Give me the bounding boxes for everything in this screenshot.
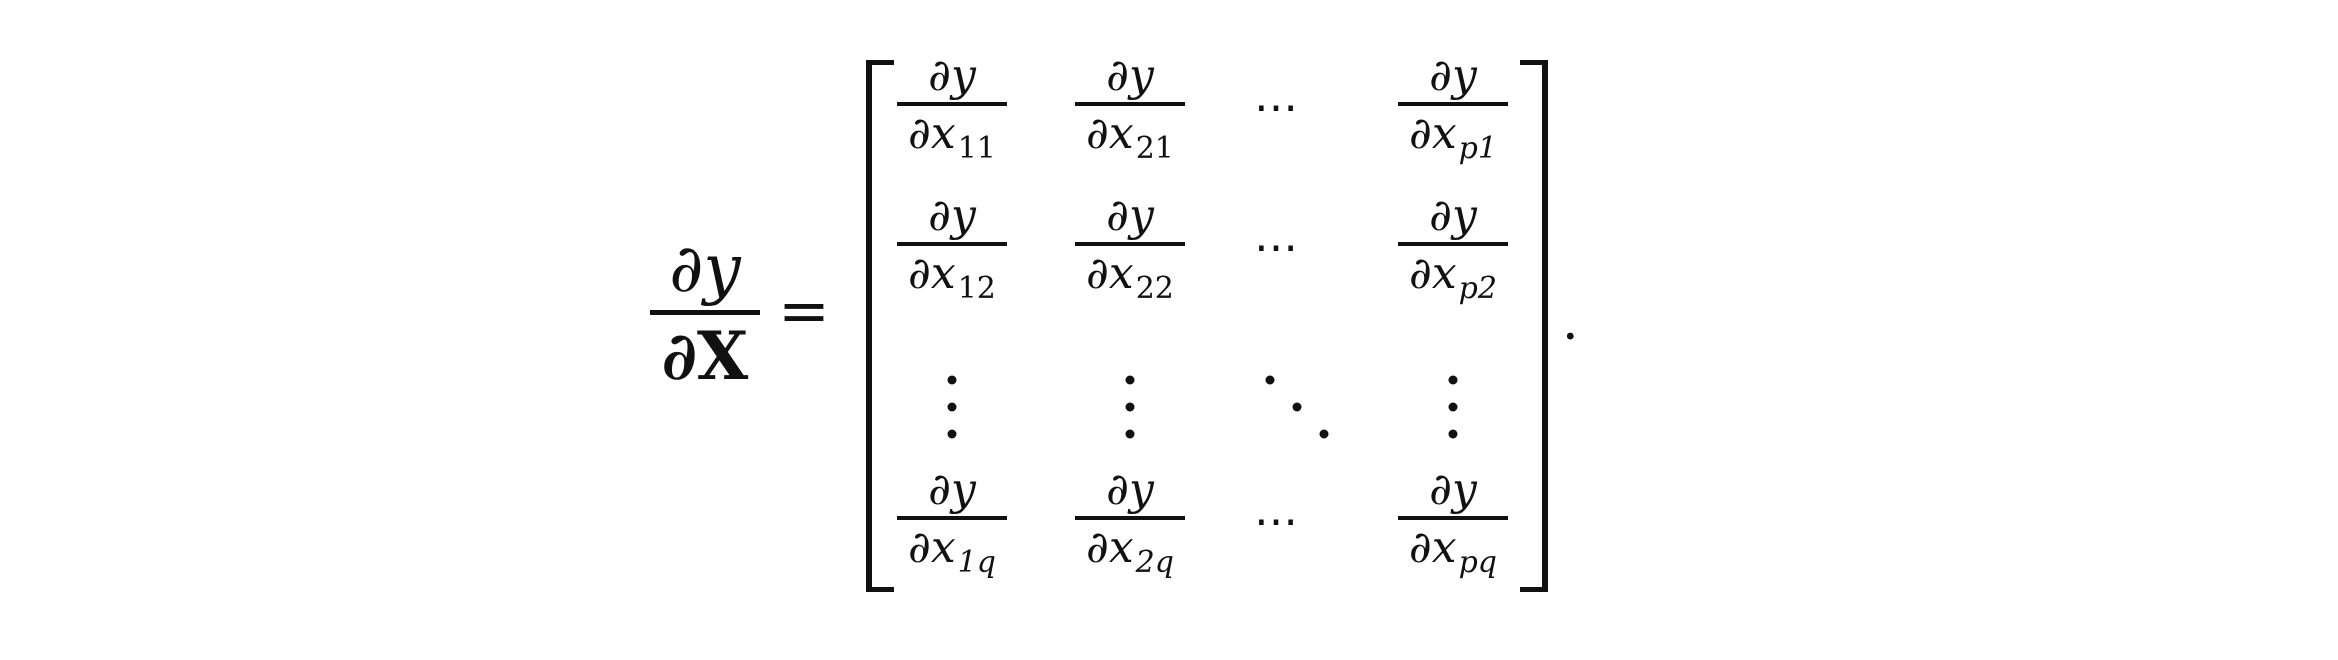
equation-period: . — [1562, 292, 1579, 352]
matrix-vdots-c1 — [947, 375, 957, 439]
cell-denominator: ∂x — [1409, 108, 1457, 159]
cell-numerator: ∂y — [1429, 50, 1477, 101]
cell-denominator: ∂x — [1086, 108, 1134, 159]
cell-numerator: ∂y — [928, 190, 976, 241]
cell-subscript: pq — [1458, 545, 1497, 580]
cell-subscript: 11 — [957, 131, 996, 166]
matrix-left-bracket — [866, 60, 894, 592]
cell-denominator: ∂x — [908, 522, 956, 573]
cell-fraction-bar — [897, 242, 1007, 246]
cell-fraction-bar — [897, 102, 1007, 106]
matrix-hdots-r2: ⋯ — [1254, 222, 1304, 273]
matrix-hdots-r4: ⋯ — [1254, 496, 1304, 547]
matrix-vdots-c2 — [1125, 375, 1135, 439]
matrix-right-bracket — [1520, 60, 1548, 592]
cell-fraction-bar — [1398, 516, 1508, 520]
cell-denominator: ∂x — [1409, 522, 1457, 573]
cell-numerator: ∂y — [1106, 464, 1154, 515]
cell-fraction-bar — [1075, 102, 1185, 106]
cell-numerator: ∂y — [928, 50, 976, 101]
lhs-denominator: ∂X — [662, 323, 748, 389]
cell-subscript: 2q — [1135, 545, 1174, 580]
cell-subscript: p1 — [1458, 131, 1497, 166]
cell-denominator: ∂x — [1409, 248, 1457, 299]
cell-numerator: ∂y — [1429, 190, 1477, 241]
cell-subscript: 1q — [957, 545, 996, 580]
cell-numerator: ∂y — [1429, 464, 1477, 515]
matrix-ddots — [1265, 375, 1329, 439]
lhs-fraction-bar — [650, 310, 760, 315]
equals-sign: = — [778, 274, 830, 347]
cell-denominator: ∂x — [1086, 522, 1134, 573]
lhs-fraction: ∂y ∂X — [650, 236, 760, 389]
lhs-denominator-text: ∂X — [661, 317, 749, 395]
lhs-numerator: ∂y — [669, 236, 740, 302]
cell-denominator: ∂x — [1086, 248, 1134, 299]
cell-subscript: 22 — [1135, 271, 1174, 306]
cell-fraction-bar — [1398, 102, 1508, 106]
cell-numerator: ∂y — [928, 464, 976, 515]
cell-denominator: ∂x — [908, 108, 956, 159]
matrix-vdots-c4 — [1448, 375, 1458, 439]
cell-subscript: p2 — [1458, 271, 1497, 306]
lhs-numerator-text: ∂y — [669, 230, 741, 307]
cell-fraction-bar — [1398, 242, 1508, 246]
matrix-hdots-r1: ⋯ — [1254, 82, 1304, 133]
cell-fraction-bar — [1075, 242, 1185, 246]
cell-numerator: ∂y — [1106, 190, 1154, 241]
cell-subscript: 21 — [1135, 131, 1174, 166]
cell-denominator: ∂x — [908, 248, 956, 299]
cell-fraction-bar — [1075, 516, 1185, 520]
cell-subscript: 12 — [957, 271, 996, 306]
cell-numerator: ∂y — [1106, 50, 1154, 101]
cell-fraction-bar — [897, 516, 1007, 520]
